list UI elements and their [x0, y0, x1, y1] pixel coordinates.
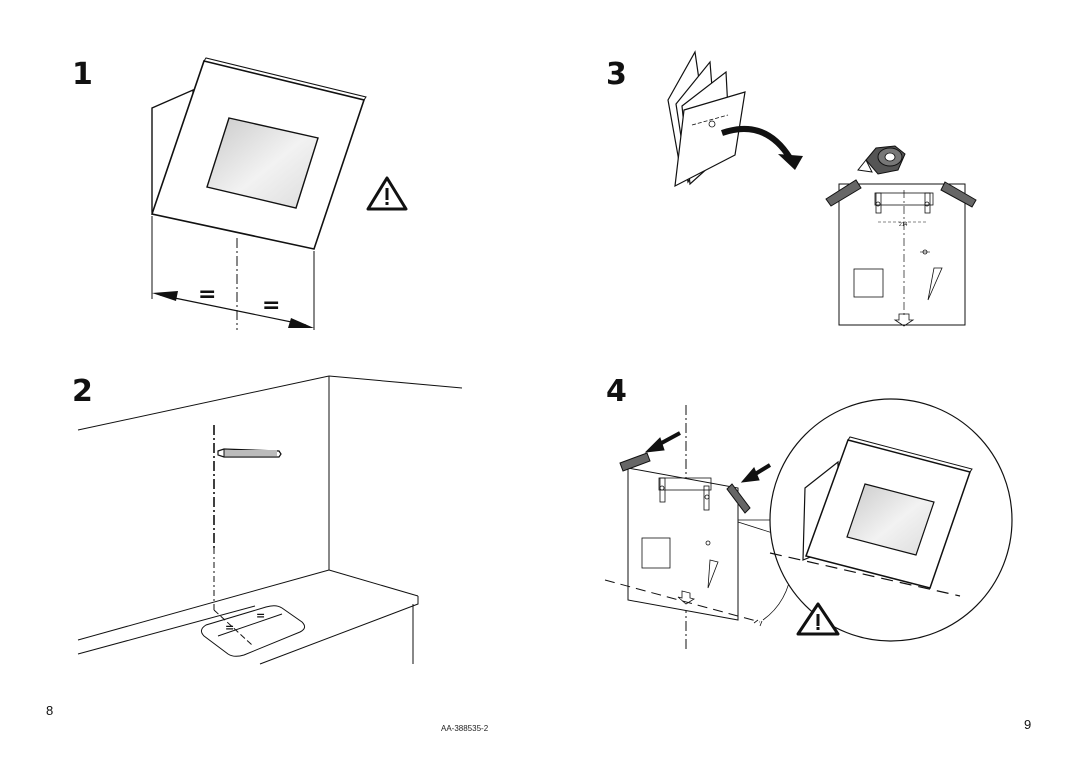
step1-equal-right: =	[262, 293, 280, 318]
step1-hood-illustration	[150, 57, 367, 330]
page-number-left: 8	[46, 703, 54, 718]
warning-icon-step4	[796, 602, 840, 636]
step4-detail-circle	[769, 398, 1013, 642]
step-number-2: 2	[72, 374, 93, 409]
page-number-right: 9	[1024, 717, 1032, 732]
step4-template-illustration	[604, 405, 794, 652]
step3-template-sheet	[838, 183, 966, 327]
step2-equal-right: =	[256, 609, 265, 622]
step2-wall-illustration	[77, 375, 463, 665]
step2-equal-left: =	[225, 621, 234, 634]
step-number-1: 1	[72, 57, 93, 92]
step-number-4: 4	[606, 374, 627, 409]
pencil-icon	[217, 448, 282, 458]
step3-dimension-label: 214	[899, 222, 908, 228]
step-number-3: 3	[606, 57, 627, 92]
step1-equal-left: =	[198, 282, 216, 307]
step3-curved-arrow	[721, 125, 803, 170]
step3-template-booklet	[667, 50, 746, 188]
warning-icon	[366, 176, 408, 211]
document-code: AA-388535-2	[441, 724, 489, 733]
tape-roll-icon	[857, 145, 906, 175]
step3-tape-strips	[825, 179, 977, 208]
